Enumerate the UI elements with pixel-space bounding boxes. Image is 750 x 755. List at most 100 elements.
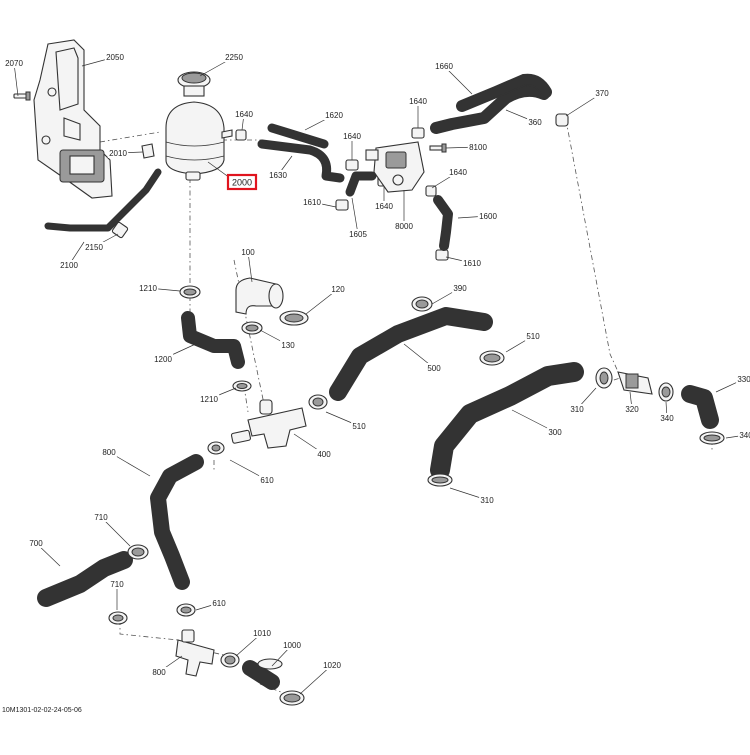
clamp-510-a <box>479 350 505 366</box>
label-bg-610a <box>259 475 275 485</box>
part-label-8000[interactable]: 8000 <box>395 222 413 231</box>
part-label-340b[interactable]: 340 <box>739 431 750 440</box>
hose-600 <box>150 454 204 590</box>
part-label-2100[interactable]: 2100 <box>60 261 78 270</box>
part-label-3300[interactable]: 330 <box>737 375 750 384</box>
part-label-1210a[interactable]: 1210 <box>139 284 157 293</box>
part-label-360[interactable]: 360 <box>528 118 542 127</box>
part-label-100[interactable]: 100 <box>241 248 255 257</box>
label-bg-320 <box>624 404 640 414</box>
part-label-1610a[interactable]: 1610 <box>303 198 321 207</box>
part-label-610a[interactable]: 610 <box>260 476 274 485</box>
part-label-700[interactable]: 700 <box>29 539 43 548</box>
part-label-610b[interactable]: 610 <box>212 599 226 608</box>
hose-1000 <box>242 658 283 690</box>
label-bg-370 <box>594 88 610 98</box>
label-bg-1605 <box>347 229 369 239</box>
reservoir-cap-2250 <box>177 71 211 97</box>
clamp-610-b <box>176 603 196 617</box>
part-label-300[interactable]: 300 <box>548 428 562 437</box>
leader-line-1605 <box>351 197 359 235</box>
part-label-1630[interactable]: 1630 <box>269 171 287 180</box>
clamp-1020 <box>279 690 305 706</box>
part-label-1605[interactable]: 1605 <box>349 230 367 239</box>
part-label-800a[interactable]: 800 <box>102 448 116 457</box>
part-label-8100[interactable]: 8100 <box>469 143 487 152</box>
part-label-1660[interactable]: 1660 <box>435 62 453 71</box>
part-label-1640d[interactable]: 1640 <box>449 168 467 177</box>
part-label-1610b[interactable]: 1610 <box>463 259 481 268</box>
label-bg-1640e <box>373 201 395 211</box>
elbow-100 <box>235 277 284 315</box>
part-label-390[interactable]: 390 <box>453 284 467 293</box>
part-label-1010[interactable]: 1010 <box>253 629 271 638</box>
part-label-1620[interactable]: 1620 <box>325 111 343 120</box>
label-bg-340a <box>659 413 675 423</box>
part-label-2150[interactable]: 2150 <box>85 243 103 252</box>
label-bg-1620 <box>323 110 345 120</box>
label-bg-360 <box>527 117 543 127</box>
part-label-500[interactable]: 500 <box>427 364 441 373</box>
part-label-1210b[interactable]: 1210 <box>200 395 218 404</box>
clamp-130 <box>241 321 263 335</box>
part-label-800b[interactable]: 800 <box>152 668 166 677</box>
label-bg-400 <box>316 449 332 459</box>
part-label-310a[interactable]: 310 <box>570 405 584 414</box>
part-label-1200[interactable]: 1200 <box>154 355 172 364</box>
clamp-1640-a <box>235 129 247 141</box>
valve-8000 <box>365 141 425 193</box>
part-label-1600[interactable]: 1600 <box>479 212 497 221</box>
label-bg-800a <box>101 447 117 457</box>
part-label-310b[interactable]: 310 <box>480 496 494 505</box>
label-bg-1660 <box>433 61 455 71</box>
label-bg-1000 <box>281 640 303 650</box>
clamp-1210-b <box>232 380 252 392</box>
part-label-1640a[interactable]: 1640 <box>235 110 253 119</box>
part-label-710a[interactable]: 710 <box>94 513 108 522</box>
part-label-1640e[interactable]: 1640 <box>375 202 393 211</box>
label-bg-300 <box>547 427 563 437</box>
leader-line-2070 <box>13 62 19 97</box>
part-label-2050[interactable]: 2050 <box>106 53 124 62</box>
part-label-340a[interactable]: 340 <box>660 414 674 423</box>
part-label-1640c[interactable]: 1640 <box>409 97 427 106</box>
label-bg-8100 <box>467 142 489 152</box>
clamp-1610-a <box>335 199 349 211</box>
part-label-120[interactable]: 120 <box>331 285 345 294</box>
part-label-400[interactable]: 400 <box>317 450 331 459</box>
label-bg-710a <box>93 512 109 522</box>
hose-700 <box>37 551 133 607</box>
label-bg-800b <box>151 667 167 677</box>
part-label-2250[interactable]: 2250 <box>225 53 243 62</box>
part-label-130[interactable]: 130 <box>281 341 295 350</box>
label-bg-1210b <box>198 394 220 404</box>
part-label-1640b[interactable]: 1640 <box>343 132 361 141</box>
part-label-370[interactable]: 370 <box>595 89 609 98</box>
coolant-reservoir-2000 <box>165 101 233 181</box>
part-label-710b[interactable]: 710 <box>110 580 124 589</box>
junction-400 <box>230 399 307 449</box>
part-callouts: 2070 2050 2250 1640 1620 1640 1640 1660 370 360 20… <box>3 52 750 695</box>
clamp-120 <box>279 310 309 326</box>
label-bg-1640d <box>447 167 469 177</box>
part-label-1000[interactable]: 1000 <box>283 641 301 650</box>
bracket-panel-2050 <box>33 39 113 199</box>
clamp-510-b <box>308 394 328 410</box>
label-bg-2150 <box>83 242 105 252</box>
part-label-510a[interactable]: 510 <box>526 332 540 341</box>
label-bg-2250 <box>223 52 245 62</box>
hose-1605 <box>345 171 377 197</box>
part-label-320[interactable]: 320 <box>625 405 639 414</box>
hose-1200 <box>181 311 245 369</box>
bolt-8100 <box>429 143 447 153</box>
part-label-510b[interactable]: 510 <box>352 422 366 431</box>
part-label-2010[interactable]: 2010 <box>109 149 127 158</box>
label-bg-130 <box>280 340 296 350</box>
label-bg-1610b <box>461 258 483 268</box>
hose-1660 <box>430 73 552 134</box>
part-label-1020[interactable]: 1020 <box>323 661 341 670</box>
label-bg-610b <box>211 598 227 608</box>
part-label-2070[interactable]: 2070 <box>5 59 23 68</box>
highlight-callout-2000[interactable]: 2000 <box>207 161 258 191</box>
